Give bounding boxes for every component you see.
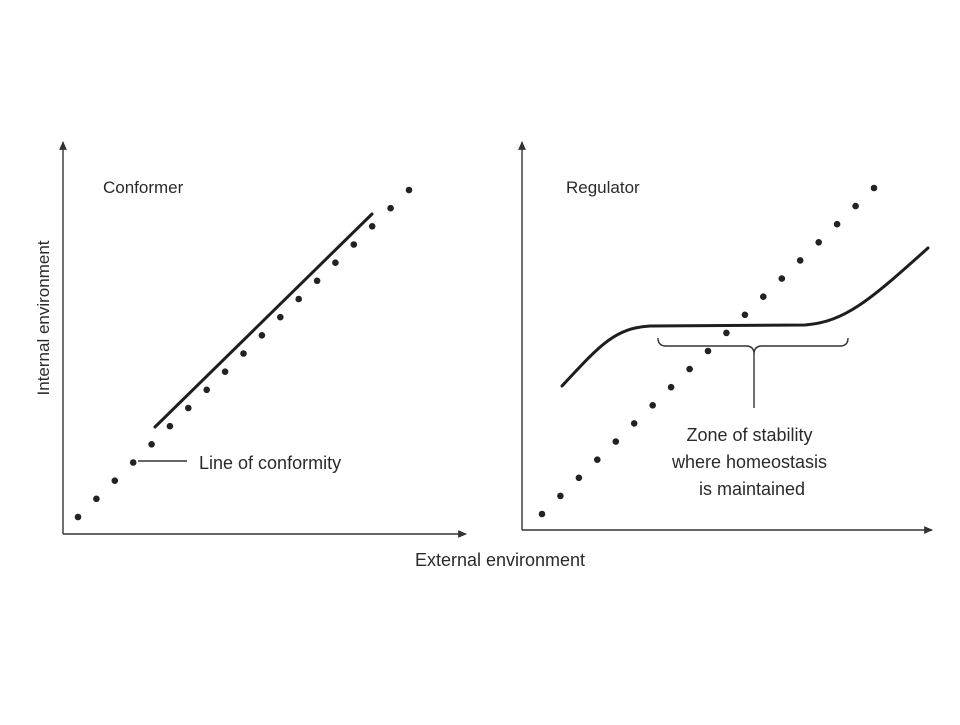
regulator-identity-dot (833, 220, 841, 228)
regulator-annotation: Zone of stability where homeostasis is m… (671, 425, 832, 499)
conformer-identity-dots (74, 186, 413, 521)
regulator-identity-dot (723, 329, 730, 337)
conformer-identity-dot (387, 204, 394, 212)
conformer-identity-dot (111, 477, 119, 485)
conformer-identity-dot (93, 495, 100, 503)
regulator-identity-dot (612, 438, 620, 445)
conformer-identity-dot (240, 350, 247, 357)
regulator-title: Regulator (566, 178, 640, 197)
conformer-identity-dot (185, 404, 192, 412)
regulator-response-curve (560, 246, 930, 388)
regulator-identity-dot (815, 239, 822, 246)
conformer-identity-dot (129, 459, 137, 466)
conformer-identity-dot (332, 259, 339, 267)
conformer-identity-dot (221, 368, 229, 376)
conformer-identity-dot (350, 241, 358, 248)
conformer-identity-dot (203, 386, 210, 394)
regulator-identity-dot (741, 311, 749, 319)
conformer-annotation: Line of conformity (199, 453, 341, 473)
regulator-identity-dot (667, 383, 675, 391)
regulator-identity-dot (760, 293, 767, 301)
conformer-identity-dot (148, 441, 155, 448)
conformer-title: Conformer (103, 178, 184, 197)
regulator-identity-dot (575, 474, 583, 482)
y-axis-label: Internal environment (34, 240, 53, 395)
regulator-identity-dot (686, 365, 693, 373)
regulator-identity-dot (649, 402, 656, 409)
conformer-panel: Conformer Line of conformity (59, 141, 467, 538)
regulator-identity-dot (870, 184, 878, 192)
conformer-identity-dot (277, 313, 284, 321)
conformer-response-line (153, 212, 374, 429)
regulator-identity-dot (538, 510, 546, 518)
regulator-identity-dot (796, 257, 804, 264)
regulator-identity-dot (778, 275, 786, 282)
conformer-identity-dot (405, 186, 413, 194)
conformer-identity-dot (74, 513, 82, 521)
regulator-annotation-line-1: Zone of stability (686, 425, 812, 445)
regulator-identity-dot (594, 456, 601, 464)
conformer-identity-dot (313, 277, 321, 285)
regulator-identity-dot (630, 420, 638, 427)
regulator-identity-dots (538, 184, 878, 518)
conformer-identity-dot (368, 223, 376, 230)
regulator-identity-dot (704, 347, 712, 355)
stability-zone-bracket (657, 337, 849, 355)
regulator-annotation-line-3: is maintained (699, 479, 805, 499)
regulator-identity-dot (557, 492, 564, 500)
conformer-identity-dot (258, 332, 266, 339)
conformer-identity-dot (295, 295, 303, 303)
regulator-annotation-line-2: where homeostasis (671, 452, 827, 472)
regulator-identity-dot (852, 202, 859, 210)
regulator-panel: Regulator Zone of stability where homeos… (518, 141, 933, 534)
x-axis-label: External environment (415, 550, 585, 570)
conformer-identity-dot (166, 422, 174, 430)
